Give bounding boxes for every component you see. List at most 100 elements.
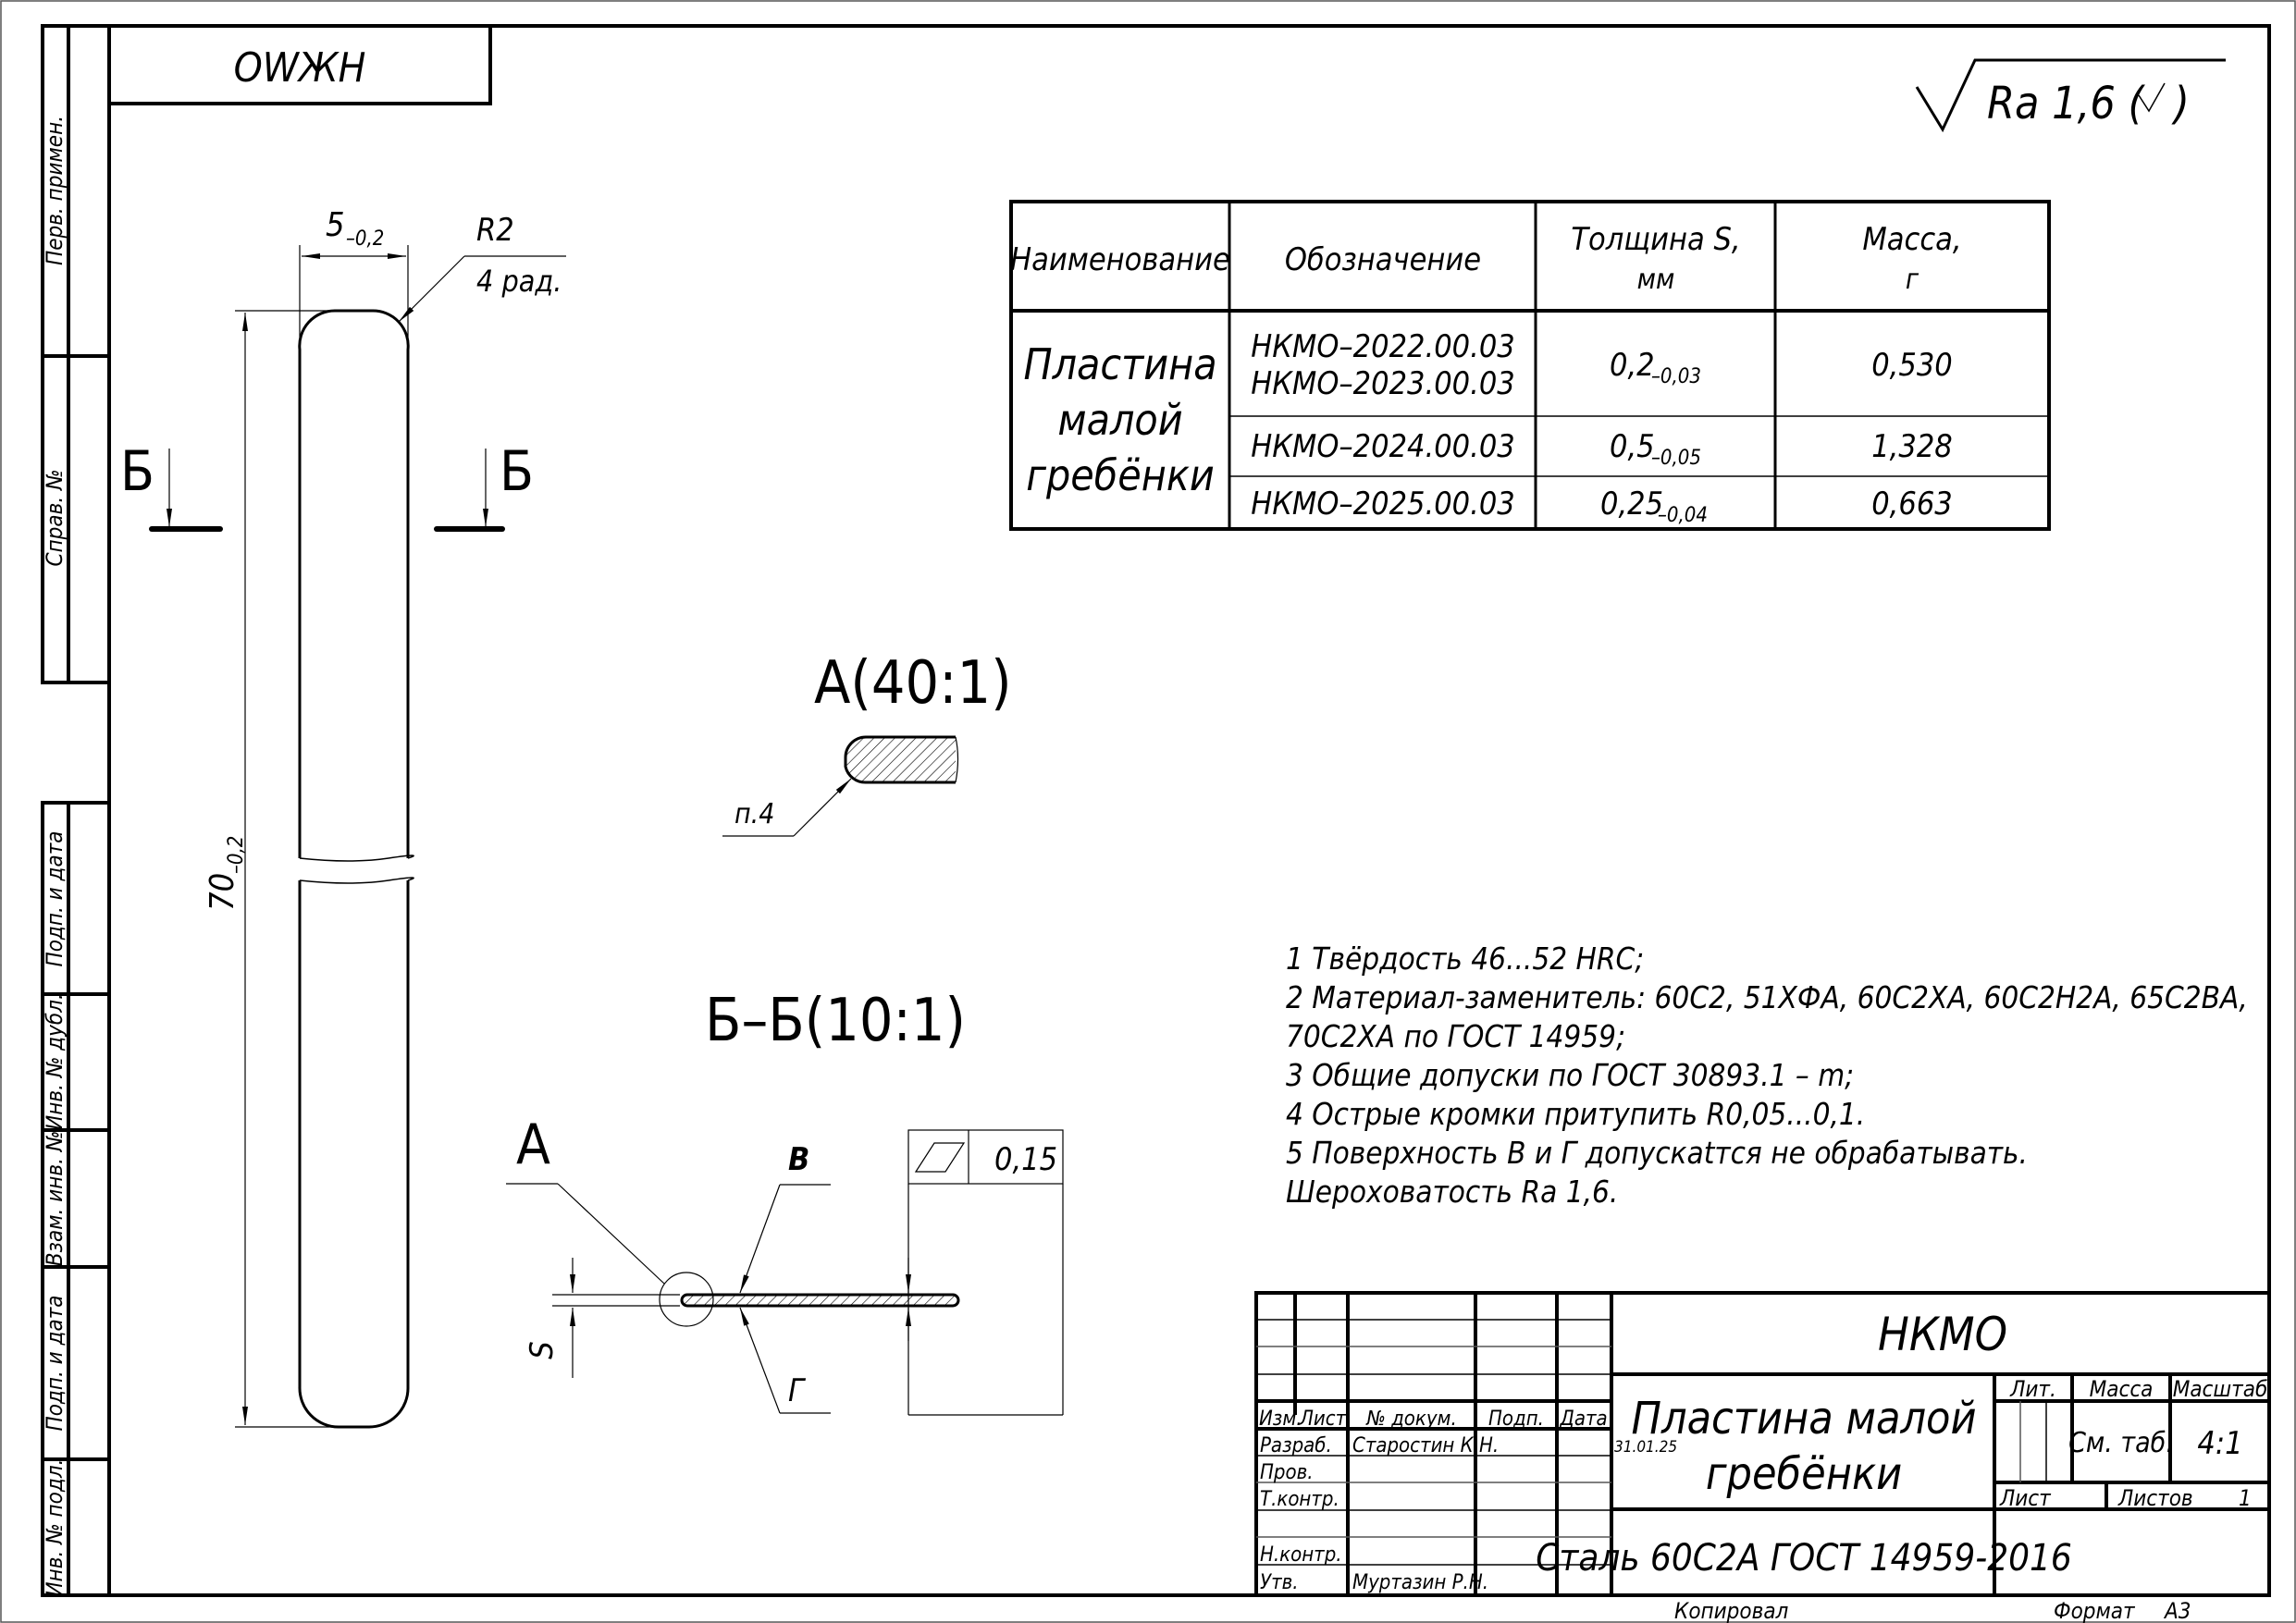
note-6: Шероховатость Ra 1,6. [1286, 1174, 1618, 1210]
variants-table: Наименование Обозначение Толщина S, мм М… [1009, 200, 2051, 531]
tb-mass-value: См. таб. [2068, 1427, 2174, 1459]
tb-sheets-value: 1 [2239, 1485, 2252, 1511]
surface-b-leader [739, 1184, 781, 1294]
tb-col-date: Дата [1559, 1408, 1607, 1431]
tb-col-izm: Изм. [1259, 1408, 1302, 1431]
detail-leader [793, 778, 852, 837]
strip-label-podp-data-1: Подп. и дата [42, 830, 68, 966]
tb-part-name-1: Пластина малой [1631, 1393, 1976, 1445]
strip-label-podp-data-2: Подп. и дата [42, 1295, 68, 1431]
flatness-parallelogram-icon [914, 1142, 966, 1173]
tolerance-value: 0,15 [994, 1141, 1057, 1178]
tb-role-prov: Пров. [1260, 1461, 1314, 1484]
plate-outline-top [298, 309, 410, 858]
tb-designation: НКМО [1878, 1308, 2007, 1361]
row3-designation: НКМО–2025.00.03 [1251, 486, 1515, 523]
row3-mass: 0,663 [1871, 486, 1953, 523]
note-2-cont: 70С2ХА по ГОСТ 14959; [1286, 1018, 1625, 1054]
tb-role-utv: Утв. [1260, 1571, 1299, 1594]
tb-date-razrab: 31.01.25 [1614, 1438, 1677, 1457]
table-row: НКМО–2024.00.03 0,5 –0,05 1,328 [1251, 428, 1953, 470]
tolerance-frame [907, 1129, 1064, 1185]
tb-col-list: Лист [1299, 1408, 1348, 1431]
table-name-line-2: малой [1057, 395, 1182, 445]
tb-role-razrab: Разраб. [1260, 1434, 1332, 1457]
tb-mass-label: Масса [2090, 1376, 2154, 1402]
row2-mass: 1,328 [1871, 428, 1953, 465]
radius-value: R2 [476, 212, 514, 249]
row1-thickness-tol: –0,03 [1651, 365, 1701, 388]
note-2: 2 Материал-заменитель: 60С2, 51ХФА, 60С2… [1286, 979, 2248, 1015]
section-plate [680, 1293, 960, 1308]
length-dim-tol: –0,2 [225, 836, 248, 874]
radius-count: 4 рад. [476, 264, 562, 299]
note-1: 1 Твёрдость 46...52 HRC; [1286, 941, 1644, 977]
length-dim-value: 70 [204, 873, 241, 911]
tb-format-value: А3 [2163, 1598, 2191, 1623]
tb-scale-label: Масштаб [2173, 1376, 2268, 1402]
surface-b-label: В [788, 1141, 809, 1178]
tb-format-label: Формат [2054, 1598, 2136, 1623]
tb-name-razrab: Старостин К.Н. [1352, 1434, 1499, 1457]
tb-lit-label: Лит. [2009, 1376, 2056, 1402]
roughness-close: ) [2171, 78, 2190, 129]
surface-g-label: Г [788, 1372, 807, 1409]
row1-mass: 0,530 [1871, 347, 1953, 384]
top-left-stamp: ОWЖН [107, 24, 492, 105]
row2-designation: НКМО–2024.00.03 [1251, 428, 1515, 465]
break-line-bottom [299, 877, 414, 884]
row1-designation-2: НКМО–2023.00.03 [1251, 365, 1515, 402]
strip-label-sprav: Справ. № [42, 469, 68, 566]
strip-label-perv-primen: Перв. примен. [42, 116, 68, 265]
detail-circle [659, 1272, 714, 1327]
table-header-name: Наименование [1010, 241, 1230, 278]
table-header-thickness-2: мм [1637, 264, 1675, 296]
section-title: Б–Б(10:1) [705, 987, 966, 1055]
section-mark-right: Б [500, 439, 534, 504]
tb-copied-label: Копировал [1674, 1598, 1789, 1623]
thickness-label: S [524, 1341, 561, 1359]
table-name-line-1: Пластина [1023, 339, 1216, 389]
break-line-top [299, 855, 414, 862]
note-3: 3 Общие допуски по ГОСТ 30893.1 – m; [1286, 1057, 1854, 1093]
surface-g-leader [739, 1307, 781, 1414]
tb-scale-value: 4:1 [2197, 1425, 2242, 1462]
detail-leader-note: п.4 [734, 798, 774, 830]
table-header-designation: Обозначение [1285, 241, 1481, 278]
section-view-bb: Б–Б(10:1) А S В Г 0,15 [506, 987, 1064, 1416]
row1-designation-1: НКМО–2022.00.03 [1251, 328, 1515, 365]
row1-thickness: 0,2 [1610, 347, 1655, 384]
strip-label-vzam-inv: Взам. инв. № [42, 1131, 68, 1267]
radius-leader [398, 255, 465, 323]
strip-label-inv-podl: Инв. № подл. [42, 1459, 68, 1597]
row2-thickness-tol: –0,05 [1651, 447, 1701, 470]
table-name-line-3: гребёнки [1026, 450, 1214, 500]
plate-outline-bottom [298, 880, 410, 1429]
roughness-text: Ra 1,6 ( [1987, 78, 2146, 129]
row3-thickness: 0,25 [1600, 486, 1663, 523]
row2-thickness: 0,5 [1610, 428, 1655, 465]
detail-ref-label: А [516, 1113, 550, 1177]
tb-part-name-2: гребёнки [1706, 1448, 1902, 1500]
tb-material: Сталь 60С2А ГОСТ 14959-2016 [1536, 1537, 2072, 1580]
note-5: 5 Поверхность В и Г допускаtтся не обраб… [1286, 1135, 2028, 1171]
stamp-text: ОWЖН [234, 44, 366, 92]
left-strip: Перв. примен. Справ. № Подп. и дата Инв.… [41, 24, 111, 1597]
roughness-general: Ra 1,6 ( ) [1915, 58, 2226, 133]
strip-label-inv-dubl: Инв. № дубл. [42, 993, 68, 1130]
roughness-small-check-icon [2138, 82, 2166, 113]
table-header-mass-1: Масса, [1862, 221, 1961, 258]
width-dim-value: 5 [326, 206, 345, 244]
tb-sheet-label: Лист [1999, 1485, 2052, 1511]
table-row: НКМО–2025.00.03 0,25 –0,04 0,663 [1251, 486, 1953, 527]
roughness-check-icon [1915, 58, 2226, 133]
tb-sheets-label: Листов [2117, 1485, 2193, 1511]
detail-title: А(40:1) [814, 649, 1012, 718]
row3-thickness-tol: –0,04 [1658, 504, 1708, 527]
detail-view-a: А(40:1) п.4 [722, 649, 1012, 837]
detail-section-shape [844, 735, 956, 784]
table-header-thickness-1: Толщина S, [1571, 221, 1740, 258]
tb-role-tkontr: Т.контр. [1260, 1488, 1339, 1511]
technical-notes: 1 Твёрдость 46...52 HRC; 2 Материал-заме… [1286, 941, 2248, 1210]
